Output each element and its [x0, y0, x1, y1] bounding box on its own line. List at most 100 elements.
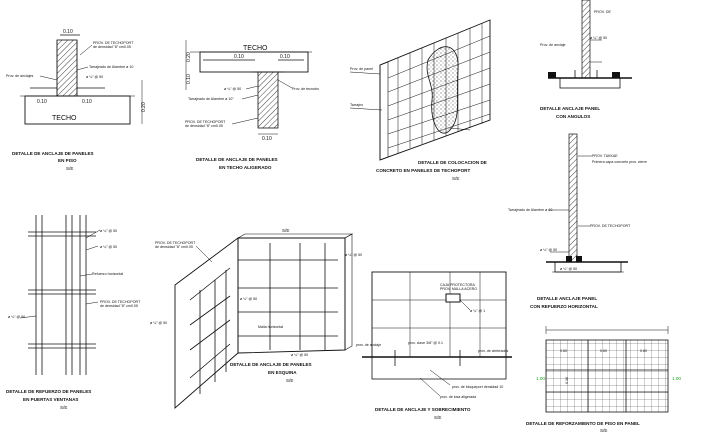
- grid-dim-3: 0.60: [640, 349, 647, 353]
- horizontal-note-bar-1: ø ¼" @ 50: [540, 248, 557, 252]
- techo-slab: [199, 51, 309, 73]
- techo-title-1: DETALLE DE ANCLAJE DE PANELES: [196, 157, 278, 162]
- colocacion-title-2: CONCRETO EN PANELES DE TECHOPORT: [376, 168, 470, 173]
- grid-green-label-2: 1.00: [536, 376, 545, 381]
- detail-techo: TECHO 0.10 0.10 0.10 0.20 0.10 ø ¼" @ 50…: [185, 40, 319, 170]
- angulos-wall: [581, 0, 591, 79]
- detail-horizontal: PROV. TAKKAE Primera capa concreto prov.…: [508, 133, 647, 309]
- grid-scale: S/E: [600, 428, 607, 433]
- detail-piso: 0.10 0.10 0.10 TECHO 0.20 PROV. DE TECHO…: [6, 29, 147, 171]
- grid-panel: [545, 339, 669, 413]
- horizontal-note-tarrajeo: Tarrajeado de Alambre ø 10: [508, 208, 552, 212]
- piso-dim-side: 0.20: [141, 102, 147, 112]
- piso-note-anclaje: Prov. de anclajes: [6, 74, 34, 78]
- piso-note-tarrajeo: Tarrajeado de Alambre ø 10: [89, 65, 133, 69]
- techo-dim-right: 0.10: [280, 54, 290, 60]
- piso-title-1: DETALLE DE ANCLAJE DE PANELES: [12, 151, 94, 156]
- techo-dim-side-1: 0.20: [186, 52, 192, 62]
- sobrecimiento-note-top-1: CAJA PROTECTORA: [440, 283, 475, 287]
- ventanas-note-density: de densidad "8" cm0.05: [100, 304, 138, 308]
- grid-dim-2: 0.60: [600, 349, 607, 353]
- esquina-note-bar-1: ø ¼" @ 50: [345, 253, 362, 257]
- sobrecimiento-note-bar: ø ¼" @ 1: [470, 309, 485, 313]
- grid-dim-side: 0.30: [565, 377, 569, 384]
- grid-title-1: DETALLE DE REFORZAMIENTO DE PISO EN PANE…: [526, 421, 640, 426]
- ventanas-note-bar-1: ø ¼" @ 50: [100, 229, 117, 233]
- esquina-title-1: DETALLE DE ANCLAJE DE PANELES: [230, 362, 312, 367]
- detail-esquina: S/E PROV. DE TECHOPORT de densidad "8" c…: [150, 228, 362, 409]
- techo-note-tarrajeo: Tarrajeado de Alambre ø 10": [188, 97, 234, 101]
- sobrecimiento-title-1: DETALLE DE ANCLAJE Y SOBRECIMIENTO: [375, 407, 471, 412]
- sobrecimiento-note-bloque: prov. de bloqueport densidad 10: [452, 385, 503, 389]
- techo-note-prov: Prov. de tecnobo: [292, 87, 319, 91]
- sobrecimiento-scale: S/E: [434, 415, 441, 420]
- detail-angulos: PROV. DE ø ¼" @ 50 Prov. de anclaje DETA…: [540, 0, 632, 119]
- ventanas-title-1: DETALLE DE REFUERZO DE PANELES: [6, 389, 91, 394]
- techo-note-bar: ø ¼" @ 50: [224, 87, 241, 91]
- piso-dim-left: 0.10: [37, 99, 47, 105]
- horizontal-title-2: CON REFUERZO HORIZONTAL: [530, 304, 598, 309]
- horizontal-note-prov: PROV. TAKKAE: [592, 154, 618, 158]
- angulos-title-2: CON ANGULOS: [556, 114, 590, 119]
- angulos-anchor-right: [612, 72, 620, 78]
- esquina-note-se: S/E: [282, 228, 289, 233]
- angulos-footing: [559, 77, 621, 89]
- horizontal-title-1: DETALLE ANCLAJE PANEL: [537, 296, 597, 301]
- esquina-note-prov: PROV. DE TECHOPORT: [155, 241, 196, 245]
- techo-note-techoport: PROV. DE TECHOPORT: [185, 120, 226, 124]
- sobrecimiento-note-cimbrado: prov. de cimbrados: [478, 349, 508, 353]
- angulos-anchor-left: [548, 72, 556, 78]
- detail-colocacion: Prov. de panel Tarrajeo DETALLE DE COLOC…: [349, 19, 491, 181]
- piso-dim-right: 0.10: [82, 99, 92, 105]
- ventanas-note-bar-3: ø ¼" @ 50: [8, 315, 25, 319]
- sobrecimiento-footing: [371, 356, 507, 380]
- angulos-note-a: PROV. DE: [594, 10, 611, 14]
- techo-title-2: EN TECHO ALIGERADO: [219, 165, 272, 170]
- esquina-note-bar-2: ø ¼" @ 50: [150, 321, 167, 325]
- piso-scale: S/E: [66, 166, 73, 171]
- piso-note-prov: PROV. DE TECHOPORT: [93, 41, 134, 45]
- esquina-note-bar-3: ø ¼" @ 50: [240, 297, 257, 301]
- techo-dim-side-2: 0.10: [186, 74, 192, 84]
- ventanas-note-refuerzo: Refuerzo horizontal: [92, 272, 123, 276]
- esquina-note-bar-4: ø ¼" @ 50: [291, 353, 308, 357]
- techo-dim-left: 0.10: [234, 54, 244, 60]
- esquina-title-2: EN ESQUINA: [268, 370, 297, 375]
- esquina-scale: S/E: [286, 378, 293, 383]
- sobrecimiento-note-prov-sobre: prov. clave 3/8" @ 0.1: [408, 341, 443, 345]
- esquina-rebar: [189, 243, 338, 394]
- horizontal-note-techoport: PROV. DE TECHOPORT: [590, 224, 631, 228]
- horizontal-note-prov-2: Primera capa concreto prov. cierre: [592, 160, 647, 164]
- techo-wall-panel: [257, 71, 279, 129]
- piso-wall-panel: [56, 39, 78, 97]
- colocacion-scale: S/E: [452, 176, 459, 181]
- esquina-note-density: de densidad "8" cm0.05: [155, 245, 193, 249]
- colocacion-note-a: Prov. de panel: [350, 67, 373, 71]
- piso-label-techo: TECHO: [52, 115, 77, 122]
- sobrecimiento-note-losa: prov. de losa aligerada: [440, 395, 476, 399]
- ventanas-scale: S/E: [60, 405, 67, 410]
- techo-note-density: de densidad "8" cm0.05: [185, 124, 223, 128]
- colocacion-note-b: Tarrajeo: [350, 103, 363, 107]
- horizontal-note-bar-2: ø ¼" @ 50: [560, 267, 577, 271]
- grid-green-label-1: 1.00: [672, 376, 681, 381]
- detail-sobrecimiento: CAJA PROTECTORA PROV. MALLA ACERO ø ¼" @…: [356, 271, 512, 420]
- techo-label: TECHO: [243, 45, 268, 52]
- ventanas-note-prov: PROV. DE TECHOPORT: [100, 300, 141, 304]
- angulos-title-1: DETALLE ANCLAJE PANEL: [540, 106, 600, 111]
- techo-dim-bottom: 0.10: [262, 136, 272, 142]
- piso-note-bar: ø ¼" @ 50: [86, 75, 103, 79]
- esquina-note-refuerzo: Malla horizontal: [258, 325, 283, 329]
- horizontal-wall: [568, 133, 578, 263]
- piso-dim-top: 0.10: [63, 29, 73, 35]
- angulos-note-b: ø ¼" @ 50: [590, 36, 607, 40]
- detail-grid: 0.60 0.60 0.60 0.30 1.00 1.00 DETALLE DE…: [526, 326, 681, 433]
- colocacion-concrete-fill: [426, 46, 459, 134]
- piso-title-2: EN PISO: [58, 158, 77, 163]
- ventanas-title-2: EN PUERTAS VENTANAS: [23, 397, 78, 402]
- detail-ventanas: ø ¼" @ 50 ø ¼" @ 50 Refuerzo horizontal …: [6, 215, 141, 410]
- sobrecimiento-note-anclaje: prov. de anclaje: [356, 343, 381, 347]
- colocacion-title-1: DETALLE DE COLOCACION DE: [418, 160, 487, 165]
- ventanas-note-bar-2: ø ¼" @ 50: [100, 245, 117, 249]
